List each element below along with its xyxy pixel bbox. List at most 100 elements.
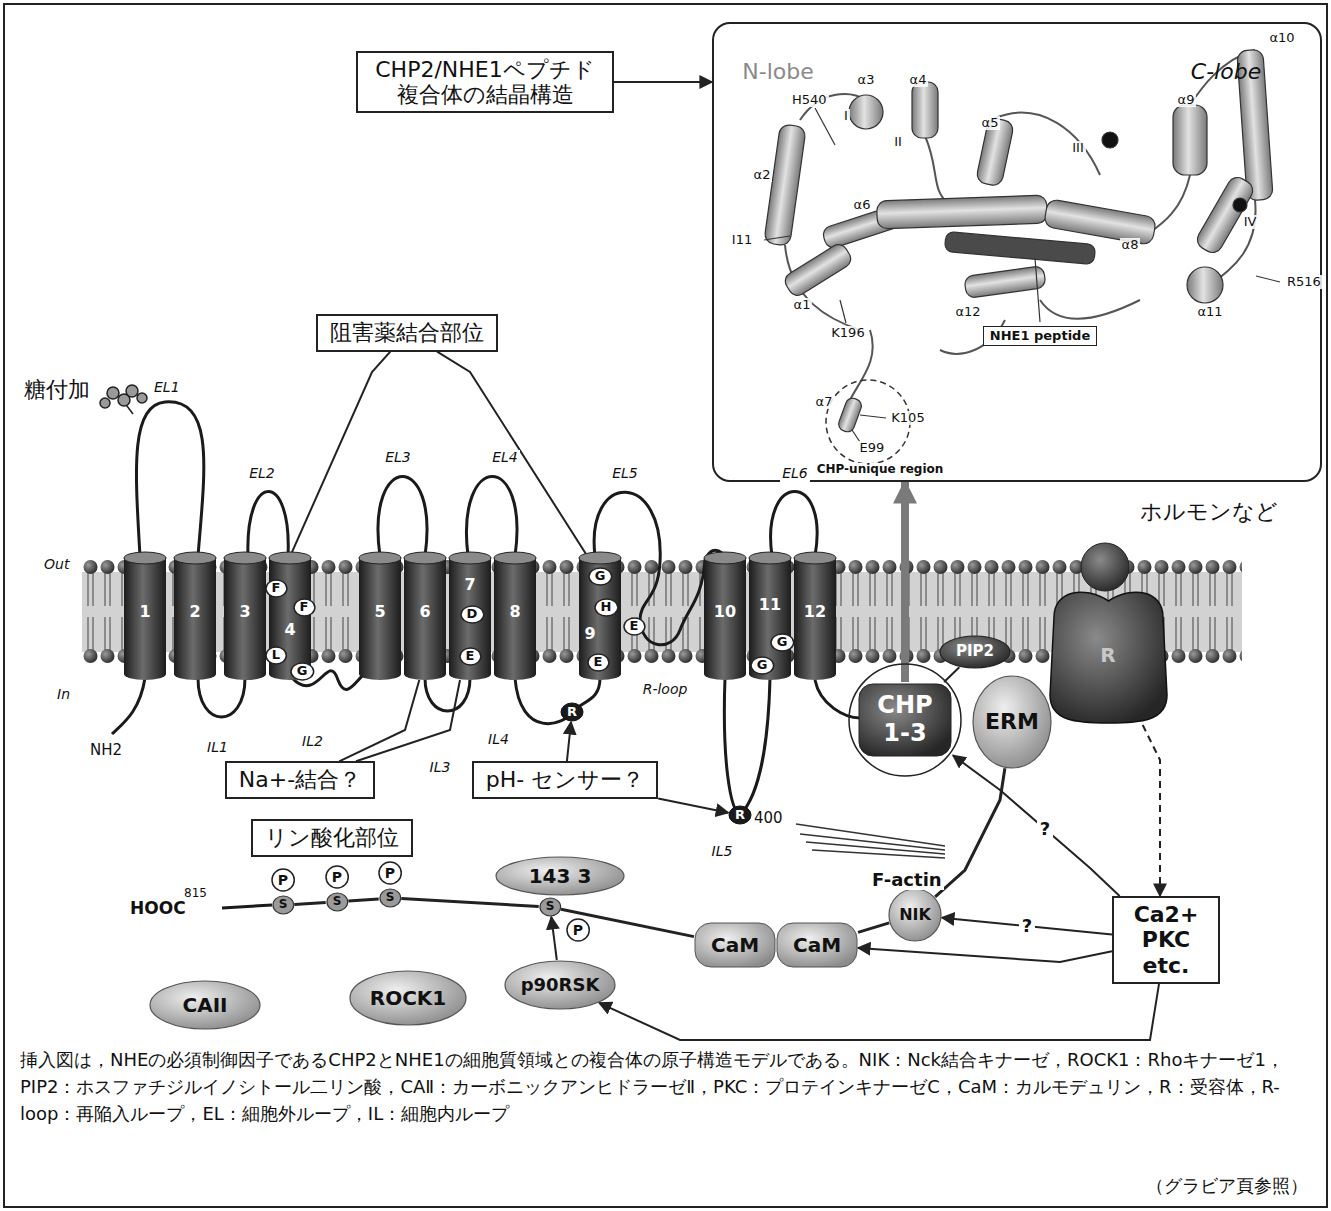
f-actin bbox=[812, 850, 945, 858]
node-text: CaM bbox=[793, 934, 841, 957]
figure-caption: 挿入図は，NHEの必須制御因子であるCHP2とNHE1の細胞質領域との複合体の原… bbox=[20, 1046, 1310, 1127]
transmembrane-helix: 4FFLG bbox=[269, 552, 311, 680]
shape-outline bbox=[567, 919, 589, 941]
annotation-label: IL5 bbox=[710, 844, 735, 859]
leader-line bbox=[764, 108, 1280, 442]
annotation-label: HOOC bbox=[128, 899, 188, 918]
residue-circle: G bbox=[588, 567, 613, 586]
node-text: G bbox=[297, 664, 308, 679]
protein-ribbon bbox=[782, 241, 854, 298]
connector bbox=[567, 722, 571, 761]
serine-site: S bbox=[379, 888, 402, 908]
chp-complex: CHP 1-3 bbox=[857, 682, 953, 758]
shape-outline bbox=[704, 552, 746, 564]
shape-outline bbox=[273, 896, 294, 914]
node-text: pH- センサー？ bbox=[486, 767, 644, 792]
transmembrane-helix: 9GHE bbox=[579, 552, 621, 680]
calmodulin-box: CaM bbox=[694, 922, 776, 968]
shape-outline bbox=[561, 703, 583, 721]
connector bbox=[1143, 725, 1160, 896]
connector bbox=[858, 923, 889, 933]
annotation-label: α11 bbox=[1195, 305, 1224, 319]
annotation-label: IL2 bbox=[300, 734, 325, 749]
node-text: R bbox=[735, 808, 745, 823]
shape-outline bbox=[326, 866, 348, 888]
node-text: Ca2+ PKC etc. bbox=[1126, 902, 1206, 978]
node-text: R bbox=[567, 705, 577, 720]
peptide-label-box: NHE1 peptide bbox=[983, 326, 1097, 347]
shape-outline bbox=[404, 552, 446, 564]
node-text: 143 3 bbox=[529, 865, 592, 888]
shape-outline bbox=[449, 668, 491, 680]
annotation-label: K196 bbox=[829, 326, 866, 340]
shape-outline bbox=[540, 898, 561, 916]
shape-outline bbox=[849, 664, 961, 776]
annotation-label: E99 bbox=[858, 441, 887, 455]
shape-outline bbox=[380, 889, 401, 907]
annotation-label: EL6 bbox=[780, 466, 810, 481]
annotation-label: IL4 bbox=[486, 732, 511, 747]
shape-outline bbox=[359, 558, 401, 674]
residue-circle-dark: R bbox=[728, 805, 752, 825]
annotation-label: IV bbox=[1242, 215, 1259, 229]
annotation-label: α7 bbox=[814, 395, 835, 409]
sugar-chain bbox=[137, 393, 147, 403]
transmembrane-helix: 3 bbox=[224, 552, 266, 680]
transmembrane-helix: 2 bbox=[174, 552, 216, 680]
f-actin bbox=[806, 842, 945, 854]
connector bbox=[437, 352, 594, 568]
sugar-chain bbox=[100, 398, 110, 408]
node-text: S bbox=[386, 891, 395, 905]
residue-circle: E bbox=[587, 653, 610, 672]
protein-ribbon bbox=[944, 232, 1095, 265]
label-box: Ca2+ PKC etc. bbox=[1112, 896, 1220, 984]
residue-circle: F bbox=[293, 598, 316, 617]
protein-loop bbox=[724, 678, 770, 815]
receptor: R bbox=[1046, 585, 1171, 725]
shape-outline bbox=[624, 618, 645, 635]
annotation-label: Out bbox=[42, 557, 71, 572]
protein-ribbon bbox=[764, 124, 806, 246]
shape-outline bbox=[224, 552, 266, 564]
node-text: G bbox=[777, 635, 788, 650]
transmembrane-helix: 8 bbox=[494, 552, 536, 680]
shape-outline bbox=[794, 668, 836, 680]
transmembrane-helix: 6 bbox=[404, 552, 446, 680]
protein-loop bbox=[425, 678, 470, 711]
shape-outline bbox=[595, 599, 618, 616]
transmembrane-helix: 12 bbox=[794, 552, 836, 680]
protein-loop bbox=[771, 492, 818, 557]
annotation-label: 400 bbox=[752, 810, 785, 827]
annotation-label: α4 bbox=[908, 73, 929, 87]
shape-outline bbox=[494, 552, 536, 564]
label-box: Na+-結合？ bbox=[225, 761, 375, 798]
annotation-label: EL1 bbox=[152, 380, 182, 395]
sugar-chain bbox=[126, 385, 138, 397]
connector bbox=[658, 799, 728, 813]
shape-outline bbox=[174, 552, 216, 564]
annotation-label: R516 bbox=[1285, 275, 1323, 289]
protein-oval: 143 3 bbox=[495, 856, 625, 896]
shape-outline bbox=[973, 676, 1051, 768]
node-text: PIP2 bbox=[956, 643, 994, 660]
shape-outline bbox=[461, 606, 484, 623]
shape-outline bbox=[704, 558, 746, 674]
sugar-chain bbox=[100, 385, 147, 414]
residue-circle: G bbox=[770, 633, 795, 652]
protein-ribbon bbox=[877, 195, 1048, 229]
shape-outline bbox=[704, 668, 746, 680]
protein-ribbon bbox=[1233, 198, 1247, 212]
annotation-label: ホルモンなど bbox=[1138, 500, 1280, 524]
annotation-label: α9 bbox=[1176, 93, 1197, 107]
shape-outline bbox=[359, 668, 401, 680]
node-text: E bbox=[630, 619, 639, 634]
node-text: NHE1 peptide bbox=[990, 329, 1090, 344]
shape-outline bbox=[124, 558, 166, 674]
residue-circle: E bbox=[623, 617, 646, 636]
connector bbox=[356, 680, 460, 761]
node-text: 8 bbox=[509, 603, 520, 621]
annotation-label: II bbox=[892, 135, 904, 149]
residue-circle: D bbox=[460, 605, 485, 624]
connector bbox=[953, 755, 1120, 896]
transmembrane-helix: 7DE bbox=[449, 552, 491, 680]
